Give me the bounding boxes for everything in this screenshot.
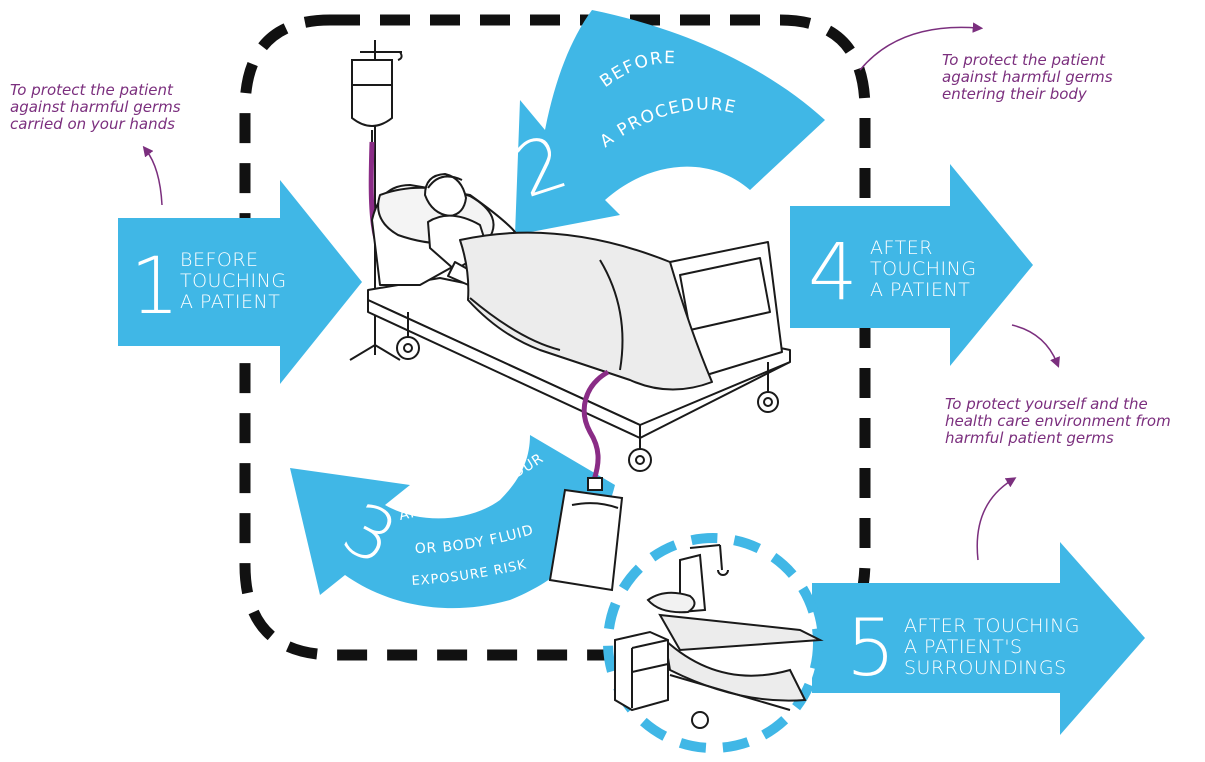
moment-4-label: AFTER TOUCHING A PATIENT <box>870 238 977 301</box>
note-line: entering their body <box>942 85 1087 103</box>
moment-1-label-line: BEFORE <box>180 249 259 271</box>
note-line: harmful patient germs <box>945 429 1114 447</box>
moment-1-label: BEFORE TOUCHING A PATIENT <box>180 250 287 313</box>
drainage-bag-icon <box>548 477 624 592</box>
moment-5-label-line: SURROUNDINGS <box>904 657 1067 679</box>
moment-1-label-line: A PATIENT <box>180 291 281 313</box>
note-arrow-hands <box>142 145 163 206</box>
moment-5-label-line: AFTER TOUCHING <box>904 615 1081 637</box>
note-line: health care environment from <box>945 412 1171 430</box>
note-line: carried on your hands <box>10 115 175 133</box>
note-protect-environment: To protect yourself and the health care … <box>945 396 1171 447</box>
note-line: To protect yourself and the <box>945 395 1148 413</box>
moment-4-label-line: AFTER <box>870 237 933 259</box>
patient-in-bed-illustration <box>367 173 791 472</box>
moment-4-number: 4 <box>808 228 858 318</box>
note-line: To protect the patient <box>942 51 1105 69</box>
moment-4-arrow <box>790 164 1033 366</box>
moment-5-number: 5 <box>846 604 896 694</box>
note-line: against harmful germs <box>10 98 181 116</box>
note-arrow-environment <box>976 477 1017 561</box>
note-protect-from-hands: To protect the patient against harmful g… <box>10 82 181 133</box>
moment-4-label-line: TOUCHING <box>870 258 977 280</box>
note-line: To protect the patient <box>10 81 173 99</box>
note-protect-body: To protect the patient against harmful g… <box>942 52 1113 103</box>
moment-4-label-line: A PATIENT <box>870 279 971 301</box>
moment-5-label: AFTER TOUCHING A PATIENT'S SURROUNDINGS <box>904 616 1080 679</box>
note-line: against harmful germs <box>942 68 1113 86</box>
drainage-tube <box>581 369 610 481</box>
moment-5-arrow <box>812 542 1145 735</box>
moment-1-label-line: TOUCHING <box>180 270 287 292</box>
bedside-table-icon <box>614 630 669 712</box>
moment-1-arrow <box>118 180 362 384</box>
moment-2-arrow <box>515 10 825 235</box>
note-arrow-body <box>859 22 984 71</box>
moment-5-label-line: A PATIENT'S <box>904 636 1023 658</box>
moment-3-arrow <box>290 435 615 609</box>
moment-1-number: 1 <box>130 242 180 332</box>
patient-zone-boundary <box>239 14 871 661</box>
note-arrow-after <box>1011 324 1060 368</box>
empty-bed-icon <box>646 544 824 729</box>
